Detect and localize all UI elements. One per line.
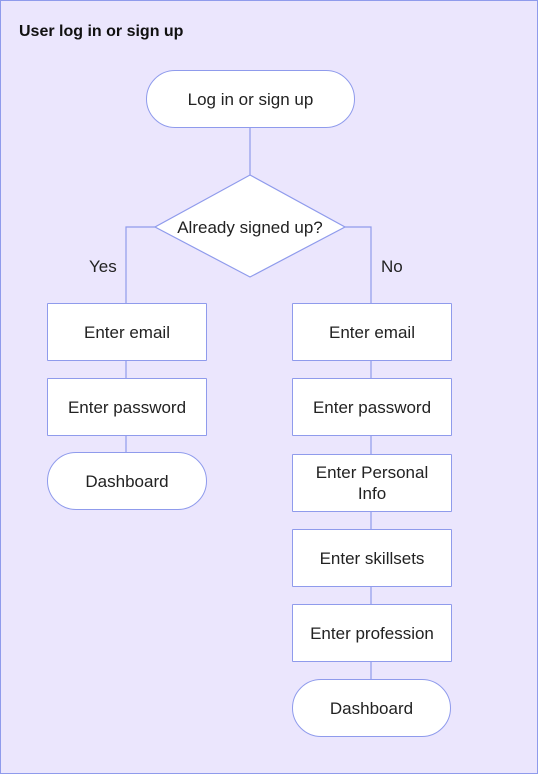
no-enter-email-node: Enter email: [292, 303, 452, 361]
yes-dashboard-node: Dashboard: [47, 452, 207, 510]
yes-enter-password-node: Enter password: [47, 378, 207, 436]
decision-label: Already signed up?: [177, 217, 323, 237]
yes-enter-email-node: Enter email: [47, 303, 207, 361]
decision-diamond: [153, 174, 347, 278]
yes-label: Yes: [89, 257, 117, 276]
no-enter-password-node: Enter password: [292, 378, 452, 436]
start-node: Log in or sign up: [146, 70, 355, 128]
diagram-title: User log in or sign up: [19, 23, 184, 40]
no-enter-skillsets-node: Enter skillsets: [292, 529, 452, 587]
no-label: No: [381, 257, 403, 276]
connector-yes: [125, 226, 155, 303]
no-dashboard-node: Dashboard: [292, 679, 451, 737]
no-enter-profession-node: Enter profession: [292, 604, 452, 662]
no-enter-personal-info-node: Enter Personal Info: [292, 454, 452, 512]
connector-no: [345, 226, 372, 303]
